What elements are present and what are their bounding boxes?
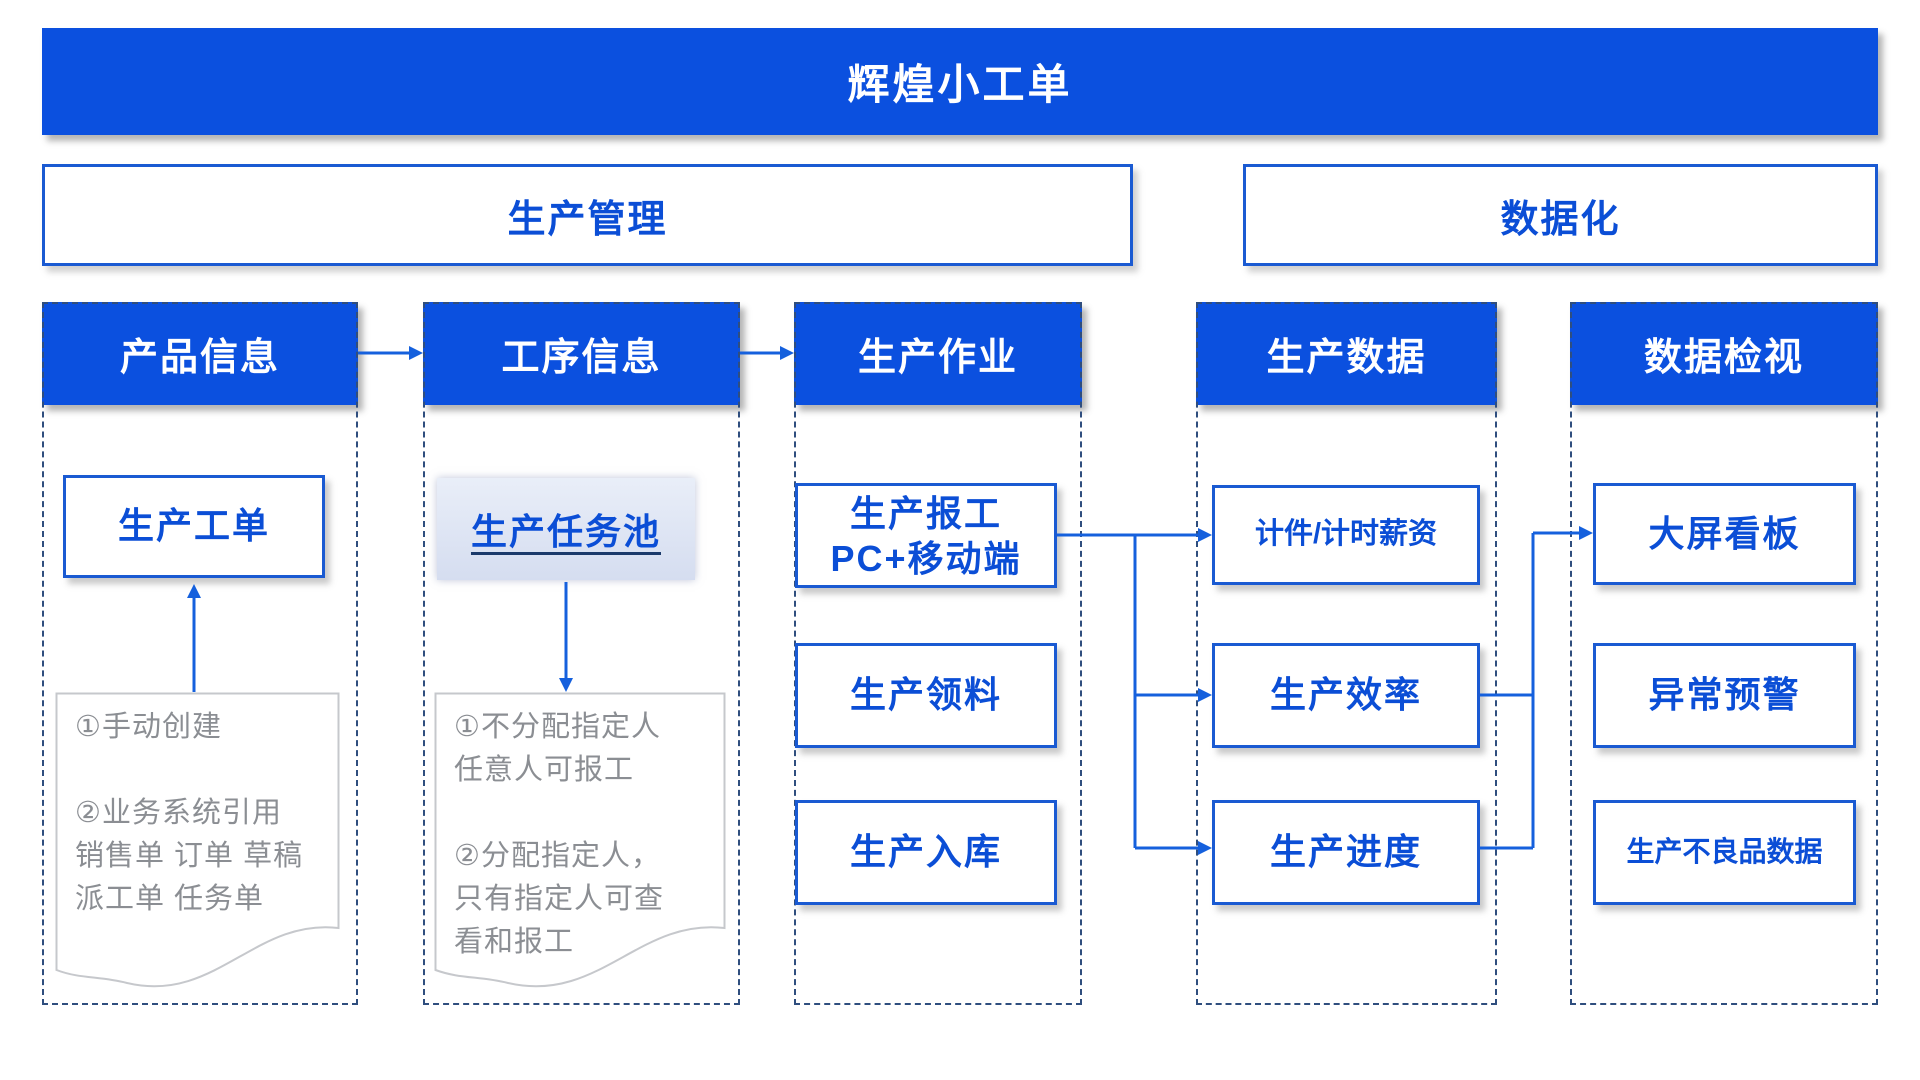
node-production-report: 生产报工 PC+移动端 xyxy=(795,483,1057,588)
column-header-label: 生产作业 xyxy=(857,337,1018,379)
column-header-label: 产品信息 xyxy=(119,337,280,379)
node-exception-alert: 异常预警 xyxy=(1593,643,1856,748)
note-line: ①不分配指定人 xyxy=(454,711,661,743)
node-label: 大屏看板 xyxy=(1648,512,1801,554)
diagram-title: 辉煌小工单 xyxy=(847,61,1073,108)
note-task-pool-rules: ①不分配指定人 任意人可报工 ②分配指定人， 只有指定人可查 看和报工 xyxy=(434,692,726,990)
note-line: 任意人可报工 xyxy=(454,754,635,786)
note-text: ①手动创建 ②业务系统引用 销售单 订单 草稿 派工单 任务单 xyxy=(75,706,332,921)
node-dashboard-screen: 大屏看板 xyxy=(1593,483,1856,585)
node-label: 生产工单 xyxy=(117,505,270,547)
node-label: 生产入库 xyxy=(849,831,1002,873)
node-defective-product-data: 生产不良品数据 xyxy=(1593,800,1856,905)
note-line: ②业务系统引用 xyxy=(75,797,282,829)
column-header: 工序信息 xyxy=(423,302,740,405)
node-label: 生产领料 xyxy=(849,674,1002,716)
column-header: 产品信息 xyxy=(42,302,358,405)
arrowhead xyxy=(409,346,423,360)
node-label: 生产不良品数据 xyxy=(1626,836,1823,868)
column-header-label: 工序信息 xyxy=(501,337,662,379)
section-production-management: 生产管理 xyxy=(42,164,1133,266)
node-production-task-pool: 生产任务池 xyxy=(437,478,695,580)
node-material-picking: 生产领料 xyxy=(795,643,1057,748)
column-header: 数据检视 xyxy=(1570,302,1878,405)
column-header-label: 生产数据 xyxy=(1266,337,1427,379)
document-shape xyxy=(55,692,340,988)
note-line: ②分配指定人， xyxy=(454,840,661,872)
column-header: 生产作业 xyxy=(794,302,1082,405)
note-line: 销售单 订单 草稿 xyxy=(75,840,304,872)
node-label: 生产进度 xyxy=(1269,831,1422,873)
node-label: 生产任务池 xyxy=(470,511,661,552)
section-digitalization: 数据化 xyxy=(1243,164,1878,266)
node-production-progress: 生产进度 xyxy=(1212,800,1480,905)
column-header-label: 数据检视 xyxy=(1643,337,1804,379)
node-label: 异常预警 xyxy=(1648,674,1801,716)
node-label: 生产报工 xyxy=(849,492,1002,534)
note-text: ①不分配指定人 任意人可报工 ②分配指定人， 只有指定人可查 看和报工 xyxy=(454,706,718,964)
note-line: 看和报工 xyxy=(454,926,575,958)
node-piecework-hourly-wage: 计件/计时薪资 xyxy=(1212,485,1480,585)
arrowhead xyxy=(780,346,794,360)
section-label: 数据化 xyxy=(1500,198,1621,241)
node-sublabel: PC+移动端 xyxy=(830,537,1022,579)
title-banner: 辉煌小工单 xyxy=(42,28,1878,135)
document-shape xyxy=(434,692,726,988)
note-work-order-sources: ①手动创建 ②业务系统引用 销售单 订单 草稿 派工单 任务单 xyxy=(55,692,340,990)
note-line: 只有指定人可查 xyxy=(454,883,665,915)
section-label: 生产管理 xyxy=(507,198,668,241)
node-production-warehousing: 生产入库 xyxy=(795,800,1057,905)
note-line xyxy=(454,792,718,835)
node-production-work-order: 生产工单 xyxy=(63,475,325,578)
column-product-info: 产品信息 xyxy=(42,302,358,1005)
node-production-efficiency: 生产效率 xyxy=(1212,643,1480,748)
note-line: ①手动创建 xyxy=(75,711,222,743)
column-header: 生产数据 xyxy=(1196,302,1497,405)
note-line: 派工单 任务单 xyxy=(75,883,265,915)
node-label: 计件/计时薪资 xyxy=(1254,518,1438,551)
node-label: 生产效率 xyxy=(1269,674,1422,716)
note-line xyxy=(75,749,332,792)
